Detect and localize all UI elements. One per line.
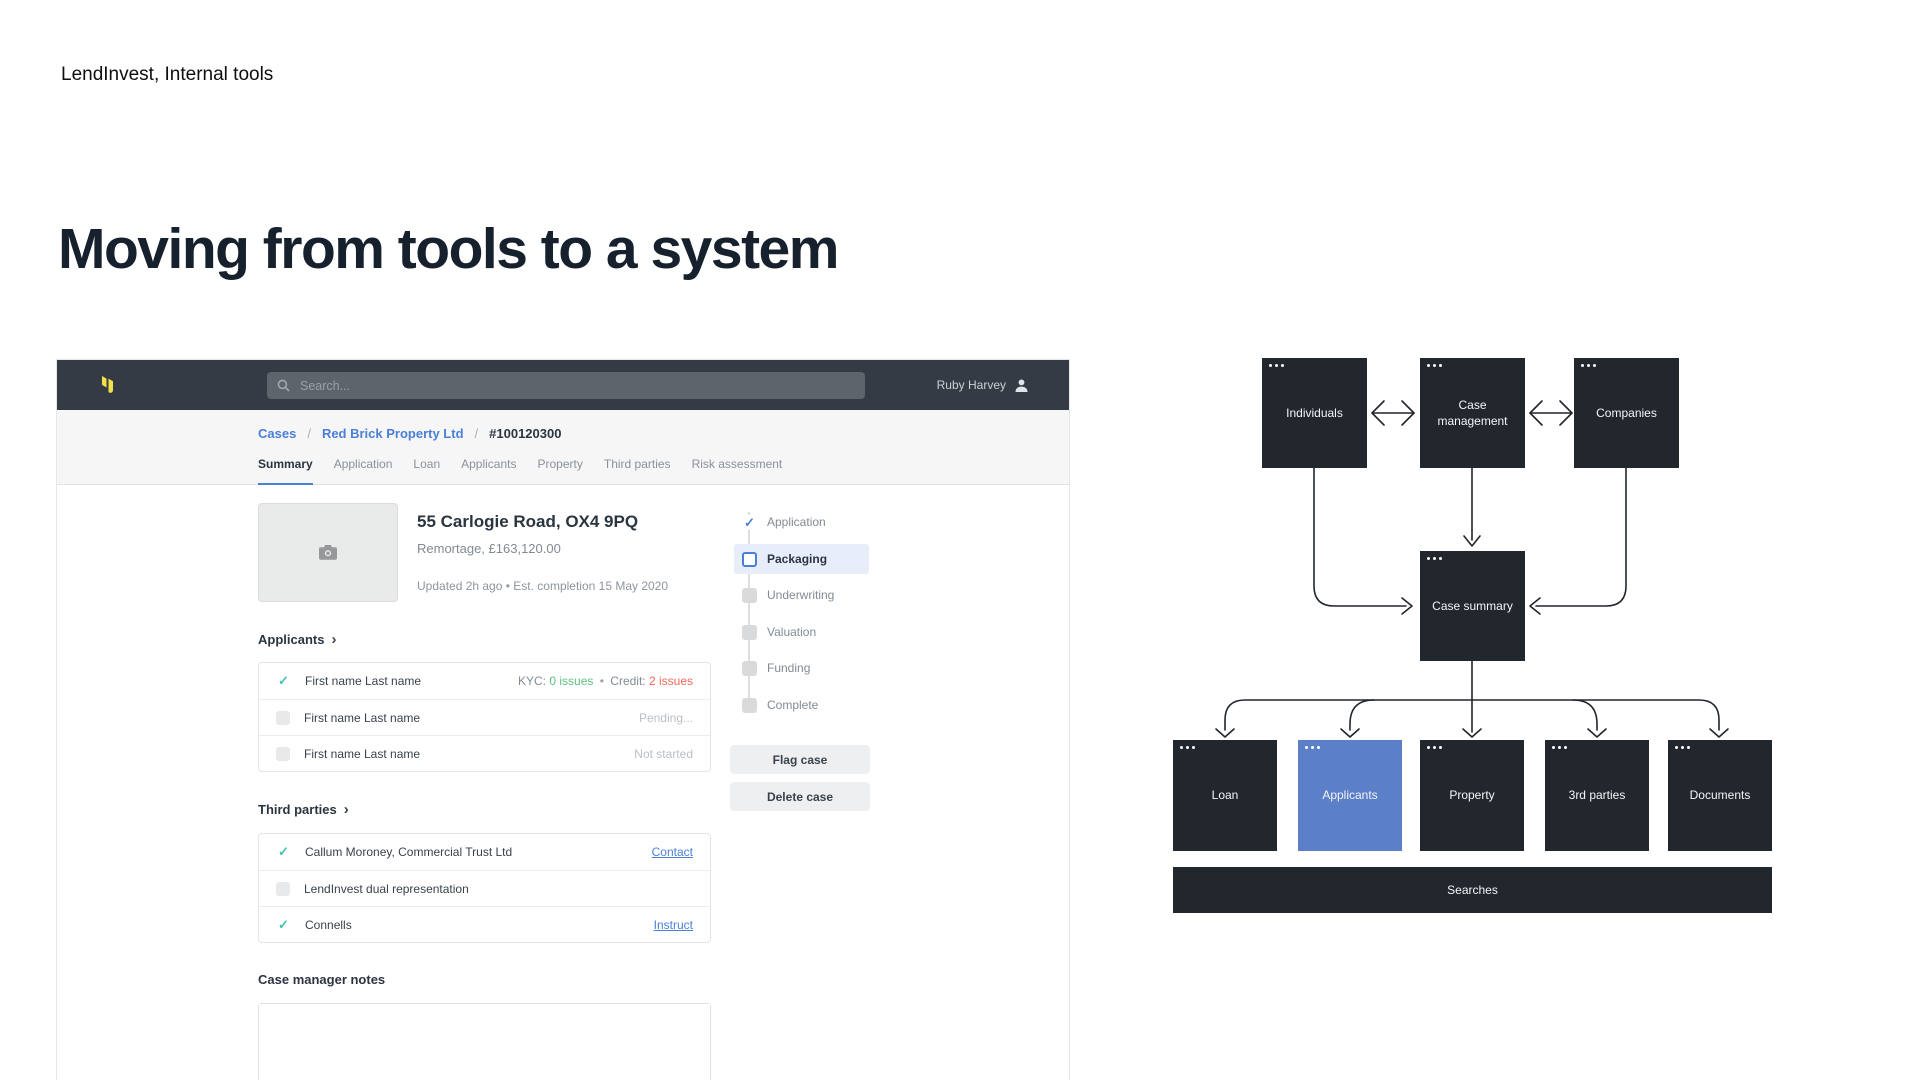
lendinvest-logo-icon[interactable]	[99, 374, 116, 400]
flag-case-button[interactable]: Flag case	[730, 745, 870, 774]
diagram-node-applicants: Applicants	[1298, 740, 1402, 851]
third-parties-section-heading[interactable]: Third parties›	[258, 801, 349, 818]
tab-application[interactable]: Application	[333, 457, 393, 471]
third-parties-table: ✓ Callum Moroney, Commercial Trust Ltd C…	[258, 833, 711, 943]
diagram-node-property: Property	[1420, 740, 1524, 851]
window-dots-icon	[1552, 746, 1567, 749]
diagram-node-documents: Documents	[1668, 740, 1772, 851]
window-dots-icon	[1675, 746, 1690, 749]
step-done-check-icon: ✓	[742, 514, 757, 530]
step-todo-box	[742, 697, 757, 713]
breadcrumb-separator: /	[474, 426, 479, 441]
applicant-row[interactable]: ✓ First name Last name KYC: 0 issues • C…	[259, 663, 710, 699]
applicant-row[interactable]: First name Last name Pending...	[259, 699, 710, 735]
checkbox[interactable]	[276, 881, 290, 896]
window-dots-icon	[1180, 746, 1195, 749]
step-todo-box	[742, 587, 757, 603]
check-icon: ✓	[278, 844, 289, 859]
applicant-status: KYC: 0 issues • Credit: 2 issues	[518, 674, 693, 688]
case-manager-notes-heading: Case manager notes	[258, 972, 386, 987]
bullet-icon: •	[599, 674, 604, 688]
breadcrumb-case-id: #100120300	[489, 426, 562, 441]
tab-applicants[interactable]: Applicants	[461, 457, 517, 471]
chevron-right-icon: ›	[331, 631, 337, 648]
check-icon: ✓	[278, 916, 289, 932]
applicant-row[interactable]: First name Last name Not started	[259, 735, 710, 771]
window-dots-icon	[1305, 746, 1320, 749]
checkbox[interactable]	[276, 746, 290, 761]
applicant-status: Pending...	[638, 710, 693, 725]
case-manager-notes-input[interactable]	[259, 1004, 710, 1080]
breadcrumb-company-link[interactable]: Red Brick Property Ltd	[321, 426, 464, 441]
delete-case-button[interactable]: Delete case	[730, 782, 870, 811]
user-menu[interactable]: Ruby Harvey	[937, 360, 1029, 410]
diagram-node-searches: Searches	[1173, 867, 1772, 913]
checkbox[interactable]	[276, 710, 290, 725]
property-title: 55 Carlogie Road, OX4 9PQ	[417, 512, 639, 531]
notes-box	[258, 1003, 711, 1080]
diagram-arrows	[1215, 400, 1729, 738]
search-bar	[267, 372, 865, 399]
property-photo-placeholder	[258, 503, 398, 602]
app-header: Ruby Harvey	[57, 360, 1069, 410]
diagram-node-individuals: Individuals	[1262, 358, 1367, 468]
breadcrumb: Cases / Red Brick Property Ltd / #100120…	[258, 426, 561, 441]
diagram-node-loan: Loan	[1173, 740, 1277, 851]
diagram-node-companies: Companies	[1574, 358, 1679, 468]
check-icon: ✓	[278, 673, 289, 688]
property-subtitle: Remortage, £163,120.00	[417, 541, 561, 556]
step-application[interactable]: ✓ Application	[734, 507, 929, 537]
third-party-row[interactable]: ✓ Connells Instruct	[259, 906, 710, 942]
slide-eyebrow: LendInvest, Internal tools	[61, 64, 274, 85]
chevron-right-icon: ›	[343, 801, 349, 818]
step-funding[interactable]: Funding	[734, 653, 929, 683]
app-subheader: Cases / Red Brick Property Ltd / #100120…	[57, 410, 1069, 485]
step-active-checkbox[interactable]	[742, 551, 757, 567]
step-valuation[interactable]: Valuation	[734, 617, 929, 647]
page-title: Moving from tools to a system	[58, 217, 839, 281]
window-dots-icon	[1427, 557, 1442, 560]
step-todo-box	[742, 624, 757, 640]
diagram-node-case-management: Case management	[1420, 358, 1525, 468]
contact-link[interactable]: Contact	[651, 845, 693, 859]
step-complete[interactable]: Complete	[734, 690, 929, 720]
diagram-node-third-parties: 3rd parties	[1545, 740, 1649, 851]
breadcrumb-separator: /	[307, 426, 311, 441]
applicants-table: ✓ First name Last name KYC: 0 issues • C…	[258, 662, 711, 772]
step-packaging[interactable]: Packaging	[734, 544, 869, 574]
app-window: Ruby Harvey Cases / Red Brick Property L…	[56, 359, 1070, 1080]
tab-risk-assessment[interactable]: Risk assessment	[691, 457, 783, 471]
tab-bar: Summary Application Loan Applicants Prop…	[258, 457, 782, 485]
step-todo-box	[742, 660, 757, 676]
tab-third-parties[interactable]: Third parties	[603, 457, 671, 471]
applicants-section-heading[interactable]: Applicants›	[258, 631, 337, 648]
window-dots-icon	[1581, 364, 1596, 367]
window-dots-icon	[1427, 746, 1442, 749]
tab-property[interactable]: Property	[537, 457, 583, 471]
user-name: Ruby Harvey	[936, 378, 1006, 392]
breadcrumb-cases-link[interactable]: Cases	[258, 426, 297, 441]
property-meta: Updated 2h ago • Est. completion 15 May …	[417, 579, 669, 593]
instruct-link[interactable]: Instruct	[653, 917, 693, 932]
user-icon	[1014, 378, 1029, 393]
third-party-row[interactable]: ✓ Callum Moroney, Commercial Trust Ltd C…	[259, 834, 710, 870]
step-underwriting[interactable]: Underwriting	[734, 580, 929, 610]
tab-loan[interactable]: Loan	[413, 457, 441, 471]
tab-summary[interactable]: Summary	[258, 457, 313, 485]
search-icon	[277, 379, 290, 392]
window-dots-icon	[1427, 364, 1442, 367]
diagram-node-case-summary: Case summary	[1420, 551, 1525, 661]
third-party-row[interactable]: LendInvest dual representation	[259, 870, 710, 906]
window-dots-icon	[1269, 364, 1284, 367]
camera-icon	[319, 545, 337, 560]
progress-rail-line	[748, 512, 750, 708]
search-input[interactable]	[298, 377, 855, 394]
applicant-status: Not started	[634, 746, 693, 761]
